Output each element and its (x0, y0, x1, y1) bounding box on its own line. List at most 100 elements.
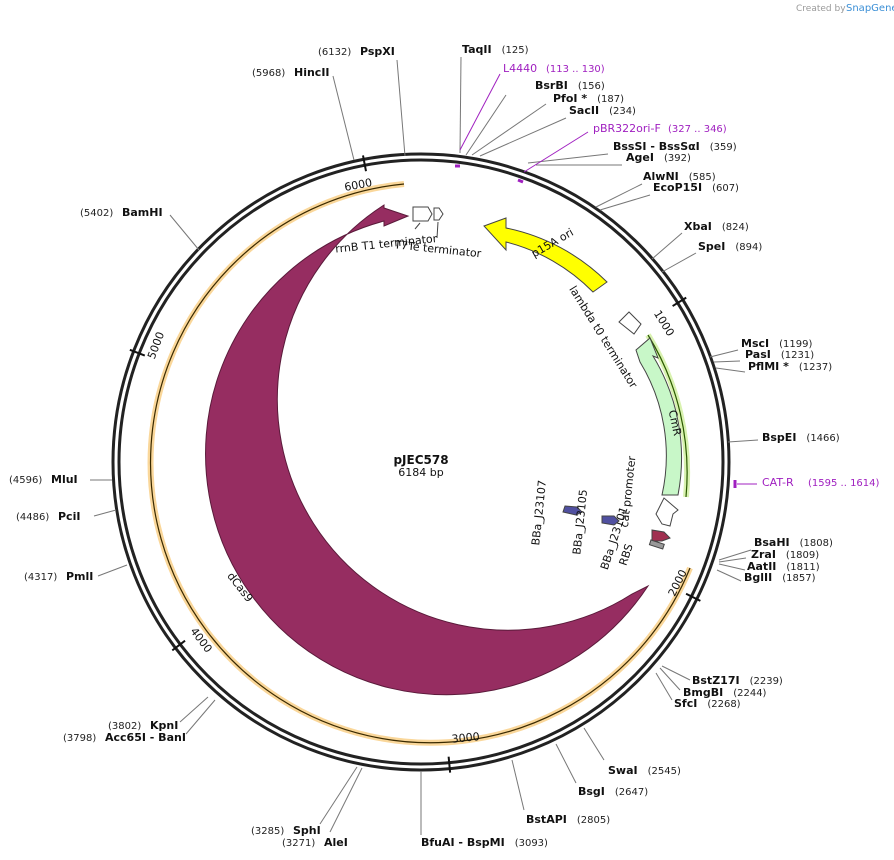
site-name: ZraI (751, 548, 776, 561)
site-name: AleI (324, 836, 348, 849)
credit-text: Created by (796, 4, 846, 14)
site-label: SacII (234) (569, 104, 636, 117)
site-name: BsrBI (535, 79, 568, 92)
site-position: (6132) (318, 47, 351, 58)
site-label: TaqII(125) (462, 43, 529, 56)
tick-label: 3000 (451, 730, 480, 746)
site-name: BstZ17I (692, 674, 740, 687)
site-name: MscI (741, 337, 769, 350)
site-label: PspXI (6132) (318, 45, 395, 58)
site-position: (359) (710, 142, 737, 153)
feature-label-bba-j23105: BBa_J23105 (570, 489, 590, 556)
feature-label-rbs: RBS (617, 542, 636, 567)
site-label: PasI (1231) (745, 348, 814, 361)
leader-lines (90, 56, 759, 835)
orf-ring (147, 181, 693, 746)
site-label: BspEI(1466) (762, 431, 840, 444)
site-position: (125) (502, 45, 529, 56)
site-name: BglII (744, 571, 772, 584)
site-position: (4317) (24, 572, 57, 583)
site-position: (1199) (779, 339, 812, 350)
tick-mark (672, 296, 687, 307)
site-position: (824) (722, 222, 749, 233)
site-position: (3271) (282, 838, 315, 849)
svg-text:L4440: L4440 (503, 62, 537, 75)
site-name: SphI (293, 824, 321, 837)
primer-label-pbr322ori-f: pBR322ori-F (327 .. 346) (523, 122, 727, 173)
site-label: PciI(4486) (16, 510, 80, 523)
site-name: BssSI - BssSαI (613, 140, 700, 153)
site-name: AgeI (626, 151, 654, 164)
site-label: KpnI(3802) (108, 719, 178, 732)
site-label: SpeI(894) (698, 240, 762, 253)
site-label: BstZ17I (2239) (692, 674, 783, 687)
site-name: SpeI (698, 240, 725, 253)
feature-label-lambda-t0: lambda t0 terminator (566, 284, 640, 391)
feature-label-bba-j23107: BBa_J23107 (529, 479, 549, 546)
feature-label-t7te: T7Te terminator (393, 238, 483, 260)
site-label: BfuAI - BspMI (3093) (421, 836, 548, 849)
site-label: AleI (3271) (282, 836, 348, 849)
site-label: BsrBI(156) (535, 79, 605, 92)
feature-bba-j23107 (562, 505, 583, 516)
site-label: Acc65I - BanI(3798) (63, 731, 186, 744)
site-label: AlwNI(585) (643, 170, 716, 183)
site-label: MluI(4596) (9, 473, 78, 486)
site-position: (1857) (782, 573, 815, 584)
site-position: (3093) (515, 838, 548, 849)
site-name: PasI (745, 348, 771, 361)
feature-bba-j23101 (651, 529, 671, 542)
site-position: (585) (689, 172, 716, 183)
feature-label-cmr: CmR (666, 409, 684, 438)
site-name: PmlI (66, 570, 93, 583)
site-name: SacII (569, 104, 599, 117)
site-position: (2647) (615, 787, 648, 798)
site-label: MscI (1199) (741, 337, 812, 350)
site-position: (234) (609, 106, 636, 117)
plasmid-size: 6184 bp (398, 466, 443, 479)
site-name: Acc65I - BanI (105, 731, 186, 744)
site-position: (1811) (786, 562, 819, 573)
site-name: BfuAI - BspMI (421, 836, 505, 849)
site-name: BamHI (122, 206, 163, 219)
site-name: PflMI * (748, 360, 789, 373)
site-label: SfcI(2268) (674, 697, 741, 710)
site-label: BamHI(5402) (80, 206, 163, 219)
site-position: (3285) (251, 826, 284, 837)
site-position: (1809) (786, 550, 819, 561)
site-position: (2239) (750, 676, 783, 687)
site-name: KpnI (150, 719, 178, 732)
feature-rrnb-t1 (412, 206, 433, 222)
leader-t7te (436, 221, 439, 239)
backbone (111, 152, 731, 772)
site-label: AatII (1811) (747, 560, 820, 573)
site-position: (2545) (648, 766, 681, 777)
site-name: PspXI (360, 45, 395, 58)
feature-cmr (635, 337, 683, 496)
site-name: BmgBI (683, 686, 723, 699)
site-position: (5968) (252, 68, 285, 79)
site-position: (1231) (781, 350, 814, 361)
site-name: HincII (294, 66, 330, 79)
svg-text:(327 .. 346): (327 .. 346) (668, 124, 727, 135)
site-label: PflMI *(1237) (748, 360, 832, 373)
site-name: SfcI (674, 697, 697, 710)
site-name: BspEI (762, 431, 796, 444)
site-label: EcoP15I(607) (653, 181, 739, 194)
site-name: XbaI (684, 220, 712, 233)
feature-dcas9 (166, 204, 650, 696)
site-position: (4486) (16, 512, 49, 523)
plasmid-name: pJEC578 (393, 453, 448, 467)
site-label: BssSI - BssSαI (359) (613, 140, 737, 153)
site-label: BglII (1857) (744, 571, 816, 584)
site-label: BsgI(2647) (578, 785, 648, 798)
tick-mark (685, 592, 701, 602)
site-name: BsaHI (754, 536, 790, 549)
site-label: SwaI(2545) (608, 764, 681, 777)
primer-label-cat-r: CAT-R (1595 .. 1614) (737, 476, 880, 489)
site-position: (1808) (800, 538, 833, 549)
site-labels: PspXI(6132)HincII(5968)TaqII(125)BsrBI(1… (9, 43, 840, 849)
site-name: AatII (747, 560, 776, 573)
site-label: XbaI (824) (684, 220, 749, 233)
